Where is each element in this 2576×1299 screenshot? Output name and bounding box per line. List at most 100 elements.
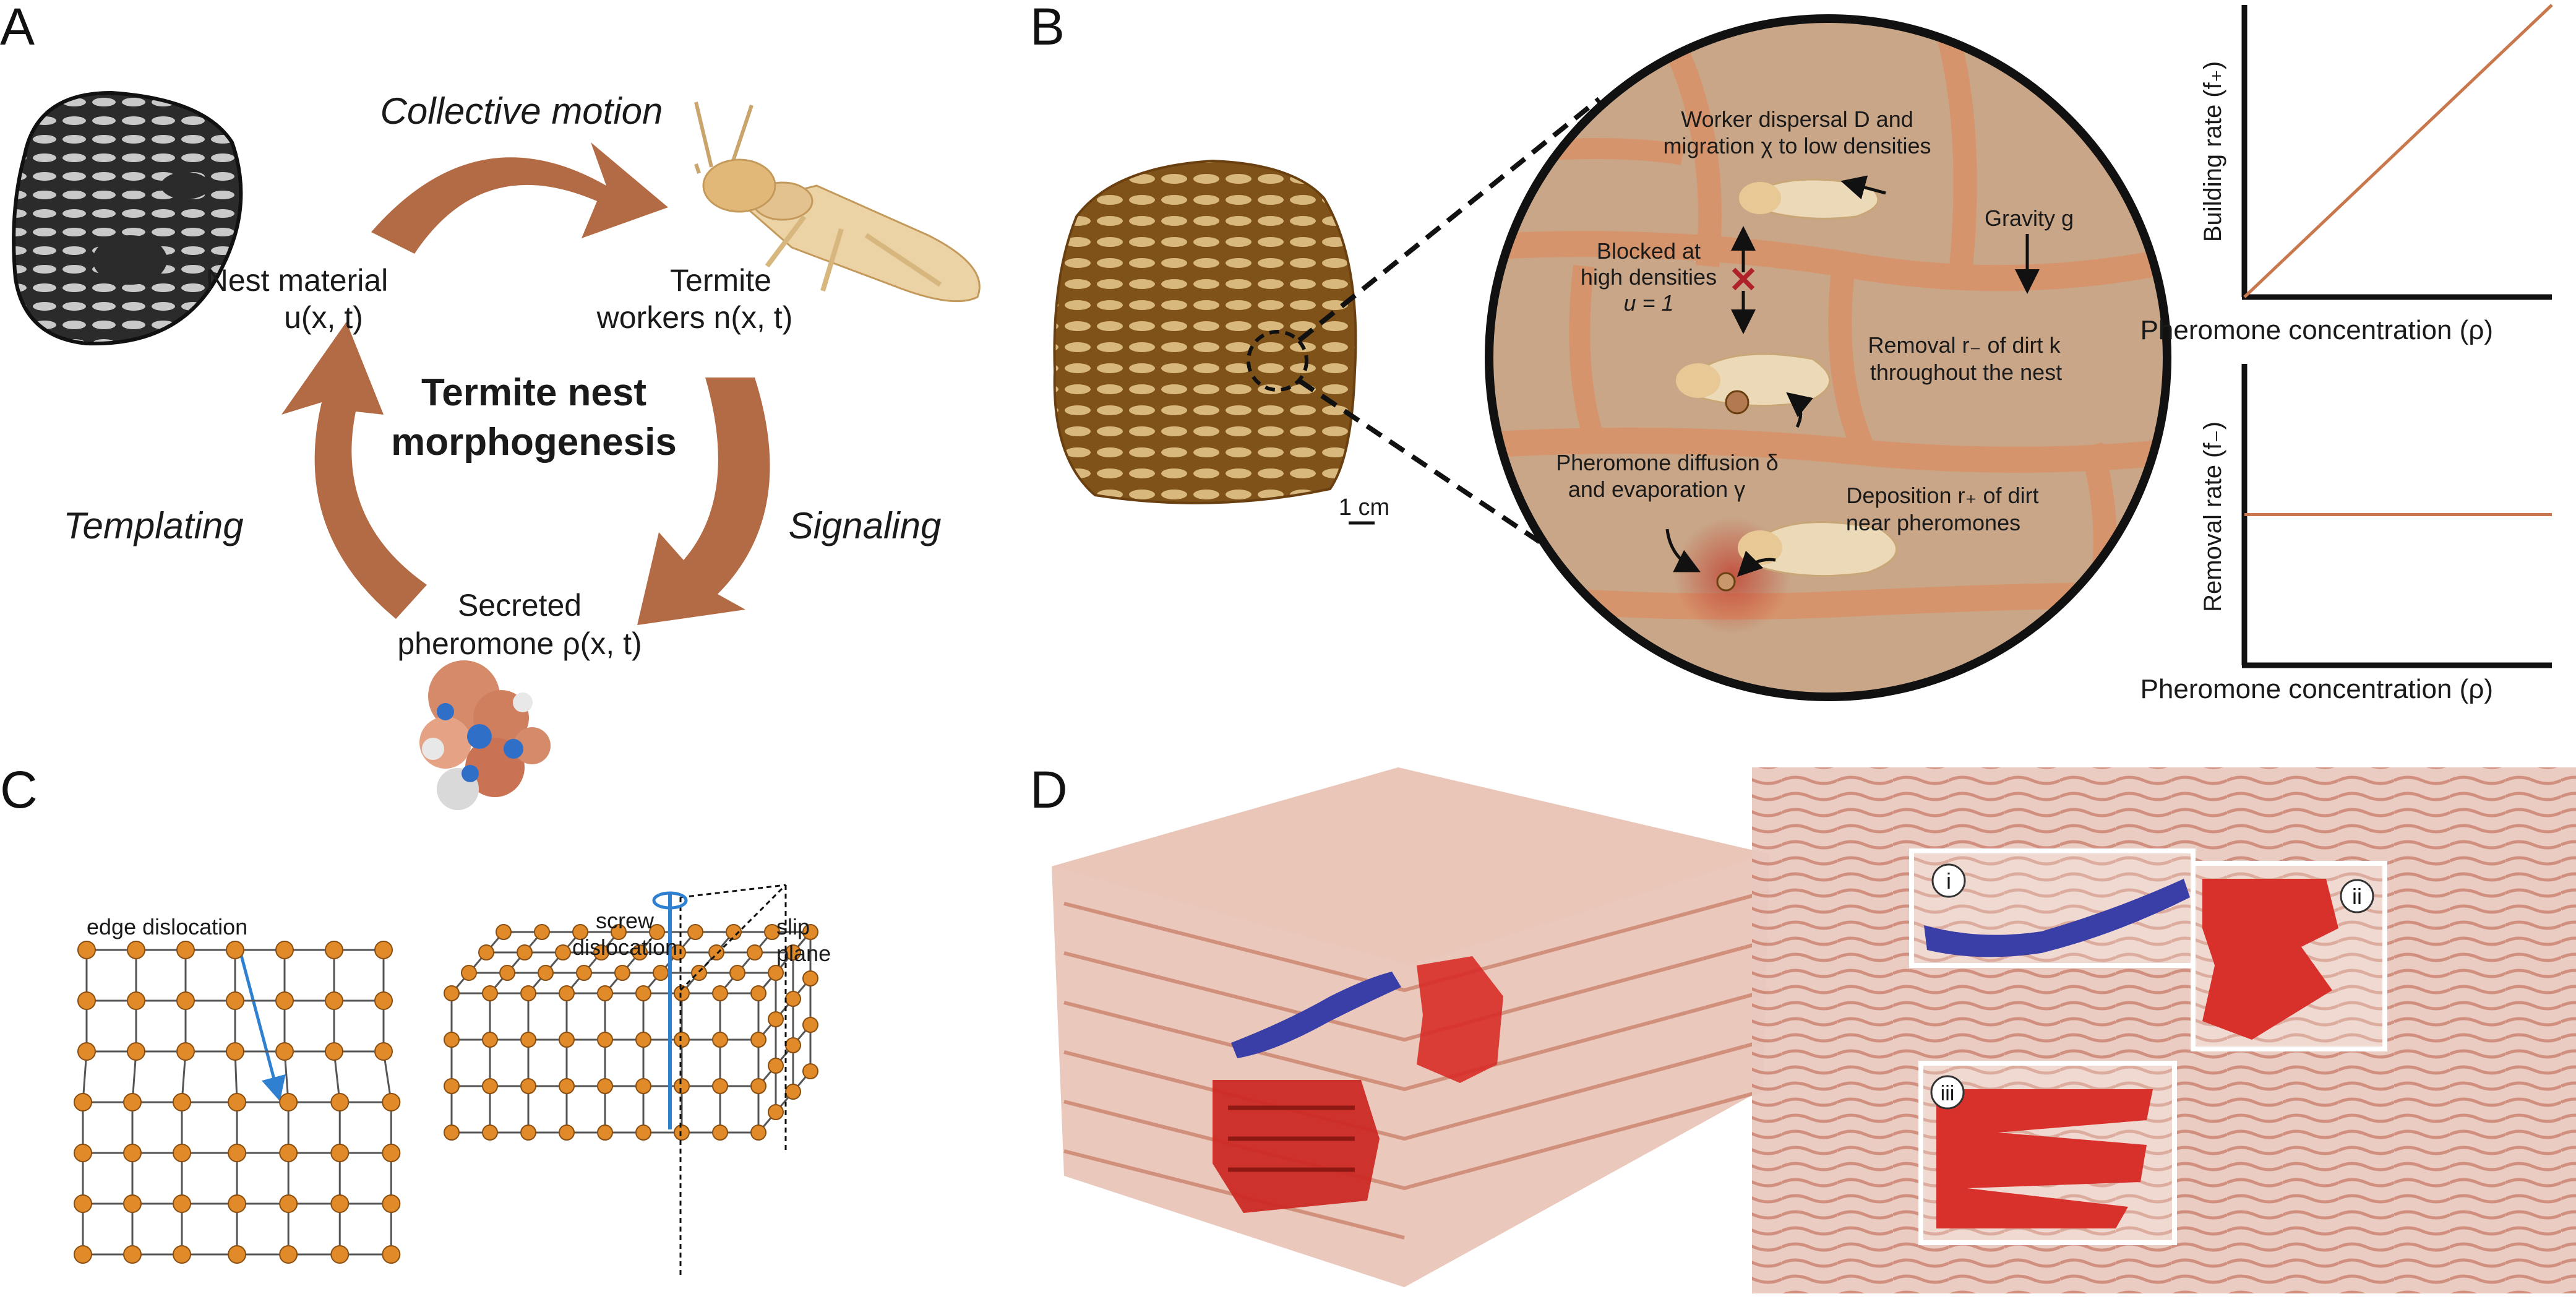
lattice-atom <box>649 924 665 940</box>
screw-label-line2: dislocation <box>572 934 677 960</box>
lattice-atom <box>593 944 609 960</box>
lattice-atom <box>226 1042 244 1061</box>
lattice-atom <box>444 1124 460 1141</box>
inset-badge-ii <box>2340 879 2374 913</box>
lattice-atom <box>330 1144 350 1162</box>
lattice-atom <box>747 944 763 960</box>
collective-motion-arrow <box>371 142 668 254</box>
lattice-atom <box>123 1245 142 1264</box>
slip-plane-top <box>680 884 786 899</box>
lattice-atom <box>674 1078 690 1094</box>
lattice-atom <box>559 1124 575 1141</box>
lattice-atom <box>173 1093 191 1111</box>
nest-3d-view <box>1052 767 1770 1287</box>
annotation-deposition-line1: Deposition r₊ of dirt <box>1846 483 2038 508</box>
removal-rate-chart: Pheromone concentration (ρ) Removal rate… <box>2140 364 2552 704</box>
lattice-atom <box>534 924 550 940</box>
lattice-atom <box>674 1032 690 1048</box>
lattice-atom <box>768 1104 784 1120</box>
inset-badge-iii <box>1930 1075 1965 1110</box>
annotation-deposition-line2: near pheromones <box>1846 510 2020 535</box>
annotation-blocked-line1: Blocked at <box>1597 238 1701 264</box>
lattice-atom <box>517 944 533 960</box>
red-defect-slice-ii <box>2202 879 2338 1040</box>
lattice-atom <box>374 991 393 1010</box>
lattice-atom <box>802 924 818 940</box>
pheromone-variable: pheromone ρ(x, t) <box>397 626 642 661</box>
dispersal-arrow <box>1840 175 1886 200</box>
scale-bar-label: 1 cm <box>1339 494 1389 520</box>
lattice-atom <box>228 1093 247 1111</box>
dirt-particle-deposition <box>1716 572 1736 592</box>
pheromone-label: Secreted <box>458 588 582 623</box>
lattice-atom <box>726 924 742 940</box>
lattice-atom <box>77 1042 96 1061</box>
lattice-atom <box>538 965 554 981</box>
inset-badge-i <box>1931 863 1966 898</box>
lattice-atom <box>708 944 724 960</box>
lattice-atom <box>77 941 96 959</box>
lattice-atom <box>482 1124 498 1141</box>
lattice-atom <box>712 1032 728 1048</box>
lattice-atom <box>653 965 669 981</box>
lattice-atom <box>74 1144 92 1162</box>
panel-letter-d: D <box>1030 761 1068 819</box>
lattice-atom <box>325 1042 343 1061</box>
lattice-atom <box>226 991 244 1010</box>
panel-a: A Collective motion Signaling Templating… <box>0 0 981 810</box>
edge-dislocation-label: edge dislocation <box>87 914 247 939</box>
inset-label-iii: iii <box>1941 1082 1955 1105</box>
annotation-removal-line2: throughout the nest <box>1870 360 2062 385</box>
process-label-templating: Templating <box>63 505 243 546</box>
lattice-atom <box>802 1063 818 1079</box>
lattice-atom <box>444 1032 460 1048</box>
lattice-atom <box>764 924 780 940</box>
lattice-atom <box>611 924 627 940</box>
nest-slice-view: i ii iii <box>1752 767 2576 1293</box>
red-defect-3d-upper <box>1417 956 1503 1083</box>
annotation-blocked-line2: high densities <box>1581 264 1717 290</box>
lattice-atom <box>374 941 393 959</box>
deposition-arrow <box>1737 550 1776 577</box>
termite-workers-label: Termite <box>670 263 771 298</box>
lattice-atom <box>635 1124 651 1141</box>
process-label-signaling: Signaling <box>789 505 942 546</box>
brown-nest-image <box>1053 159 1357 504</box>
lattice-atom <box>330 1194 350 1213</box>
annotation-blocked-line3: u = 1 <box>1623 290 1673 316</box>
pheromone-molecule-image <box>419 660 551 810</box>
lattice-atom <box>712 1124 728 1141</box>
center-title-line1: Termite nest <box>421 371 646 414</box>
lattice-atom <box>555 944 571 960</box>
edge-dislocation-arrow <box>236 943 286 1102</box>
lattice-atom <box>750 1078 766 1094</box>
lattice-atom <box>750 1032 766 1048</box>
panel-d: D i ii <box>1030 761 2576 1293</box>
annotation-removal-line1: Removal r₋ of dirt k <box>1868 332 2061 358</box>
panel-c: C edge dislocation screw dislocation sli… <box>0 761 831 1275</box>
zoom-line-upper <box>1297 97 1601 343</box>
panel-letter-c: C <box>0 761 38 819</box>
lattice-atom <box>482 1032 498 1048</box>
zoom-marker <box>1247 330 1308 392</box>
signaling-arrow <box>637 378 770 625</box>
lattice-atom <box>279 1245 298 1264</box>
lattice-atom <box>635 985 651 1001</box>
lattice-atom <box>275 991 294 1010</box>
magnified-view: ✕ Worker dispersal D and migration χ to … <box>1485 14 2171 701</box>
lattice-atom <box>785 1084 801 1100</box>
building-rate-chart: Pheromone concentration (ρ) Building rat… <box>2140 4 2553 345</box>
screw-label-line1: screw <box>596 908 655 933</box>
lattice-atom <box>729 965 745 981</box>
panel-b: B 1 cm <box>1030 0 2553 704</box>
lattice-atom <box>712 985 728 1001</box>
lattice-atom <box>77 991 96 1010</box>
lattice-atom <box>632 944 648 960</box>
lattice-atom <box>173 1245 191 1264</box>
screw-lattice <box>444 924 818 1141</box>
termite-workers-variable: workers n(x, t) <box>596 300 793 335</box>
lattice-atom <box>572 924 588 940</box>
lattice-atom <box>123 1093 142 1111</box>
lattice-atom <box>750 985 766 1001</box>
